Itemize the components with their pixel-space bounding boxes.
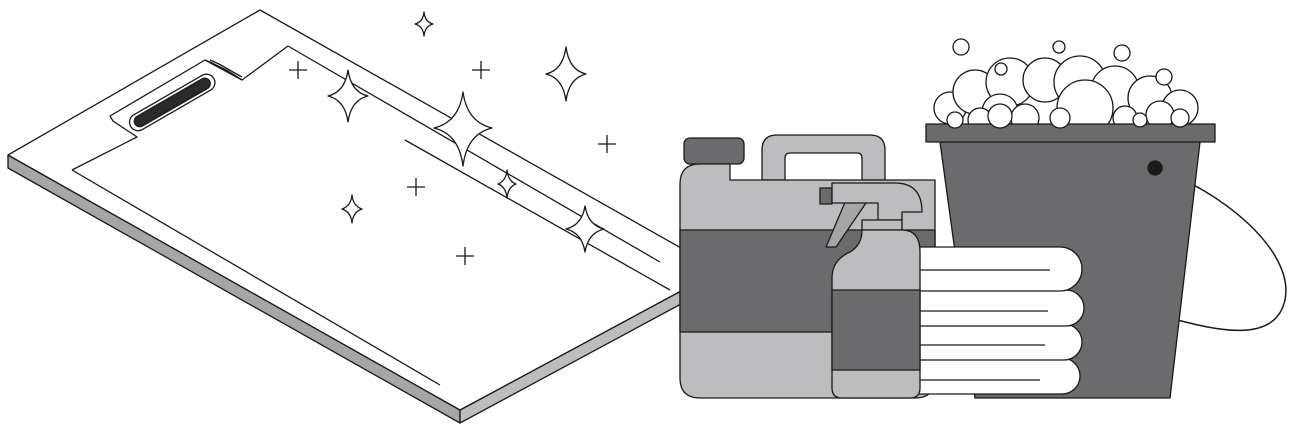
- plus-sparkle-icon: [456, 247, 474, 265]
- sparkle-icon: [327, 69, 369, 123]
- sparkle-icon: [497, 169, 517, 199]
- sparkle-icon: [545, 46, 587, 102]
- plus-sparkle-icon: [472, 61, 490, 79]
- canister-handle: [761, 134, 886, 181]
- spray-head: [831, 182, 923, 221]
- sparkles: [327, 11, 605, 253]
- soap-bubble-icon: [1113, 44, 1131, 62]
- canister-cap: [683, 137, 745, 165]
- plus-sparkle-icon: [407, 178, 425, 196]
- sparkle-icon: [341, 194, 363, 224]
- plus-sparkles: [289, 61, 616, 265]
- tray-step-detail-2: [209, 59, 243, 78]
- tray-top-surface: [7, 9, 721, 411]
- spray-neck: [861, 219, 903, 231]
- soap-foam-front: [946, 103, 1190, 129]
- plus-sparkle-icon: [289, 61, 307, 79]
- tray-inner-edge: [71, 169, 441, 386]
- spray-bottle-icon: [819, 182, 923, 399]
- soap-bubble-icon: [1155, 68, 1173, 86]
- sparkle-icon: [414, 11, 434, 37]
- soap-bubble-icon: [1052, 40, 1066, 54]
- tray-inner-rim: [71, 45, 661, 263]
- shower-tray-icon: [7, 9, 721, 424]
- spray-nozzle-tip: [819, 187, 833, 205]
- bucket-rivet: [1147, 160, 1163, 176]
- towel: [869, 289, 1085, 327]
- soap-bubble-icon: [952, 38, 970, 56]
- bucket-rim: [925, 123, 1216, 143]
- towel: [869, 246, 1083, 292]
- soap-bubbles: [952, 38, 1173, 86]
- spray-label: [831, 289, 921, 371]
- tray-step-detail: [204, 59, 243, 81]
- drain-icon: [128, 73, 216, 132]
- sparkle-icon: [433, 91, 493, 167]
- folded-towels-icon: [869, 246, 1085, 395]
- soap-bubble-icon: [994, 62, 1008, 76]
- tray-highlight-line: [404, 139, 671, 291]
- plus-sparkle-icon: [598, 135, 616, 153]
- bucket-handle-icon: [1154, 167, 1287, 332]
- sparkle-icon: [565, 205, 605, 253]
